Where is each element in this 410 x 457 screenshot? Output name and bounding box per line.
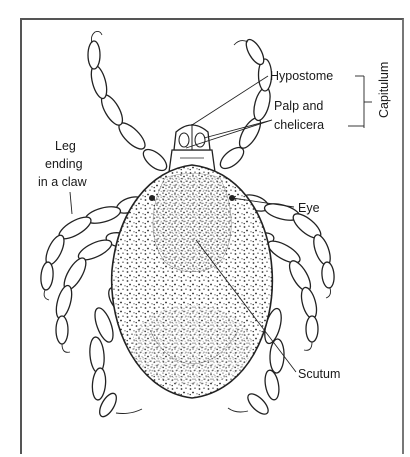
- label-capitulum: Capitulum: [377, 62, 391, 118]
- label-leg-line3: in a claw: [38, 175, 88, 189]
- label-palp-line2: chelicera: [274, 118, 324, 132]
- right-leg-1: [217, 37, 273, 172]
- left-leg-1: [88, 31, 170, 174]
- left-eye: [149, 195, 155, 201]
- label-leg-line2: ending: [45, 157, 83, 171]
- label-hypostome: Hypostome: [270, 69, 333, 83]
- label-eye: Eye: [298, 201, 320, 215]
- label-scutum: Scutum: [298, 367, 340, 381]
- label-palp-line1: Palp and: [274, 99, 323, 113]
- label-leg-line1: Leg: [55, 139, 76, 153]
- scutum: [153, 174, 231, 272]
